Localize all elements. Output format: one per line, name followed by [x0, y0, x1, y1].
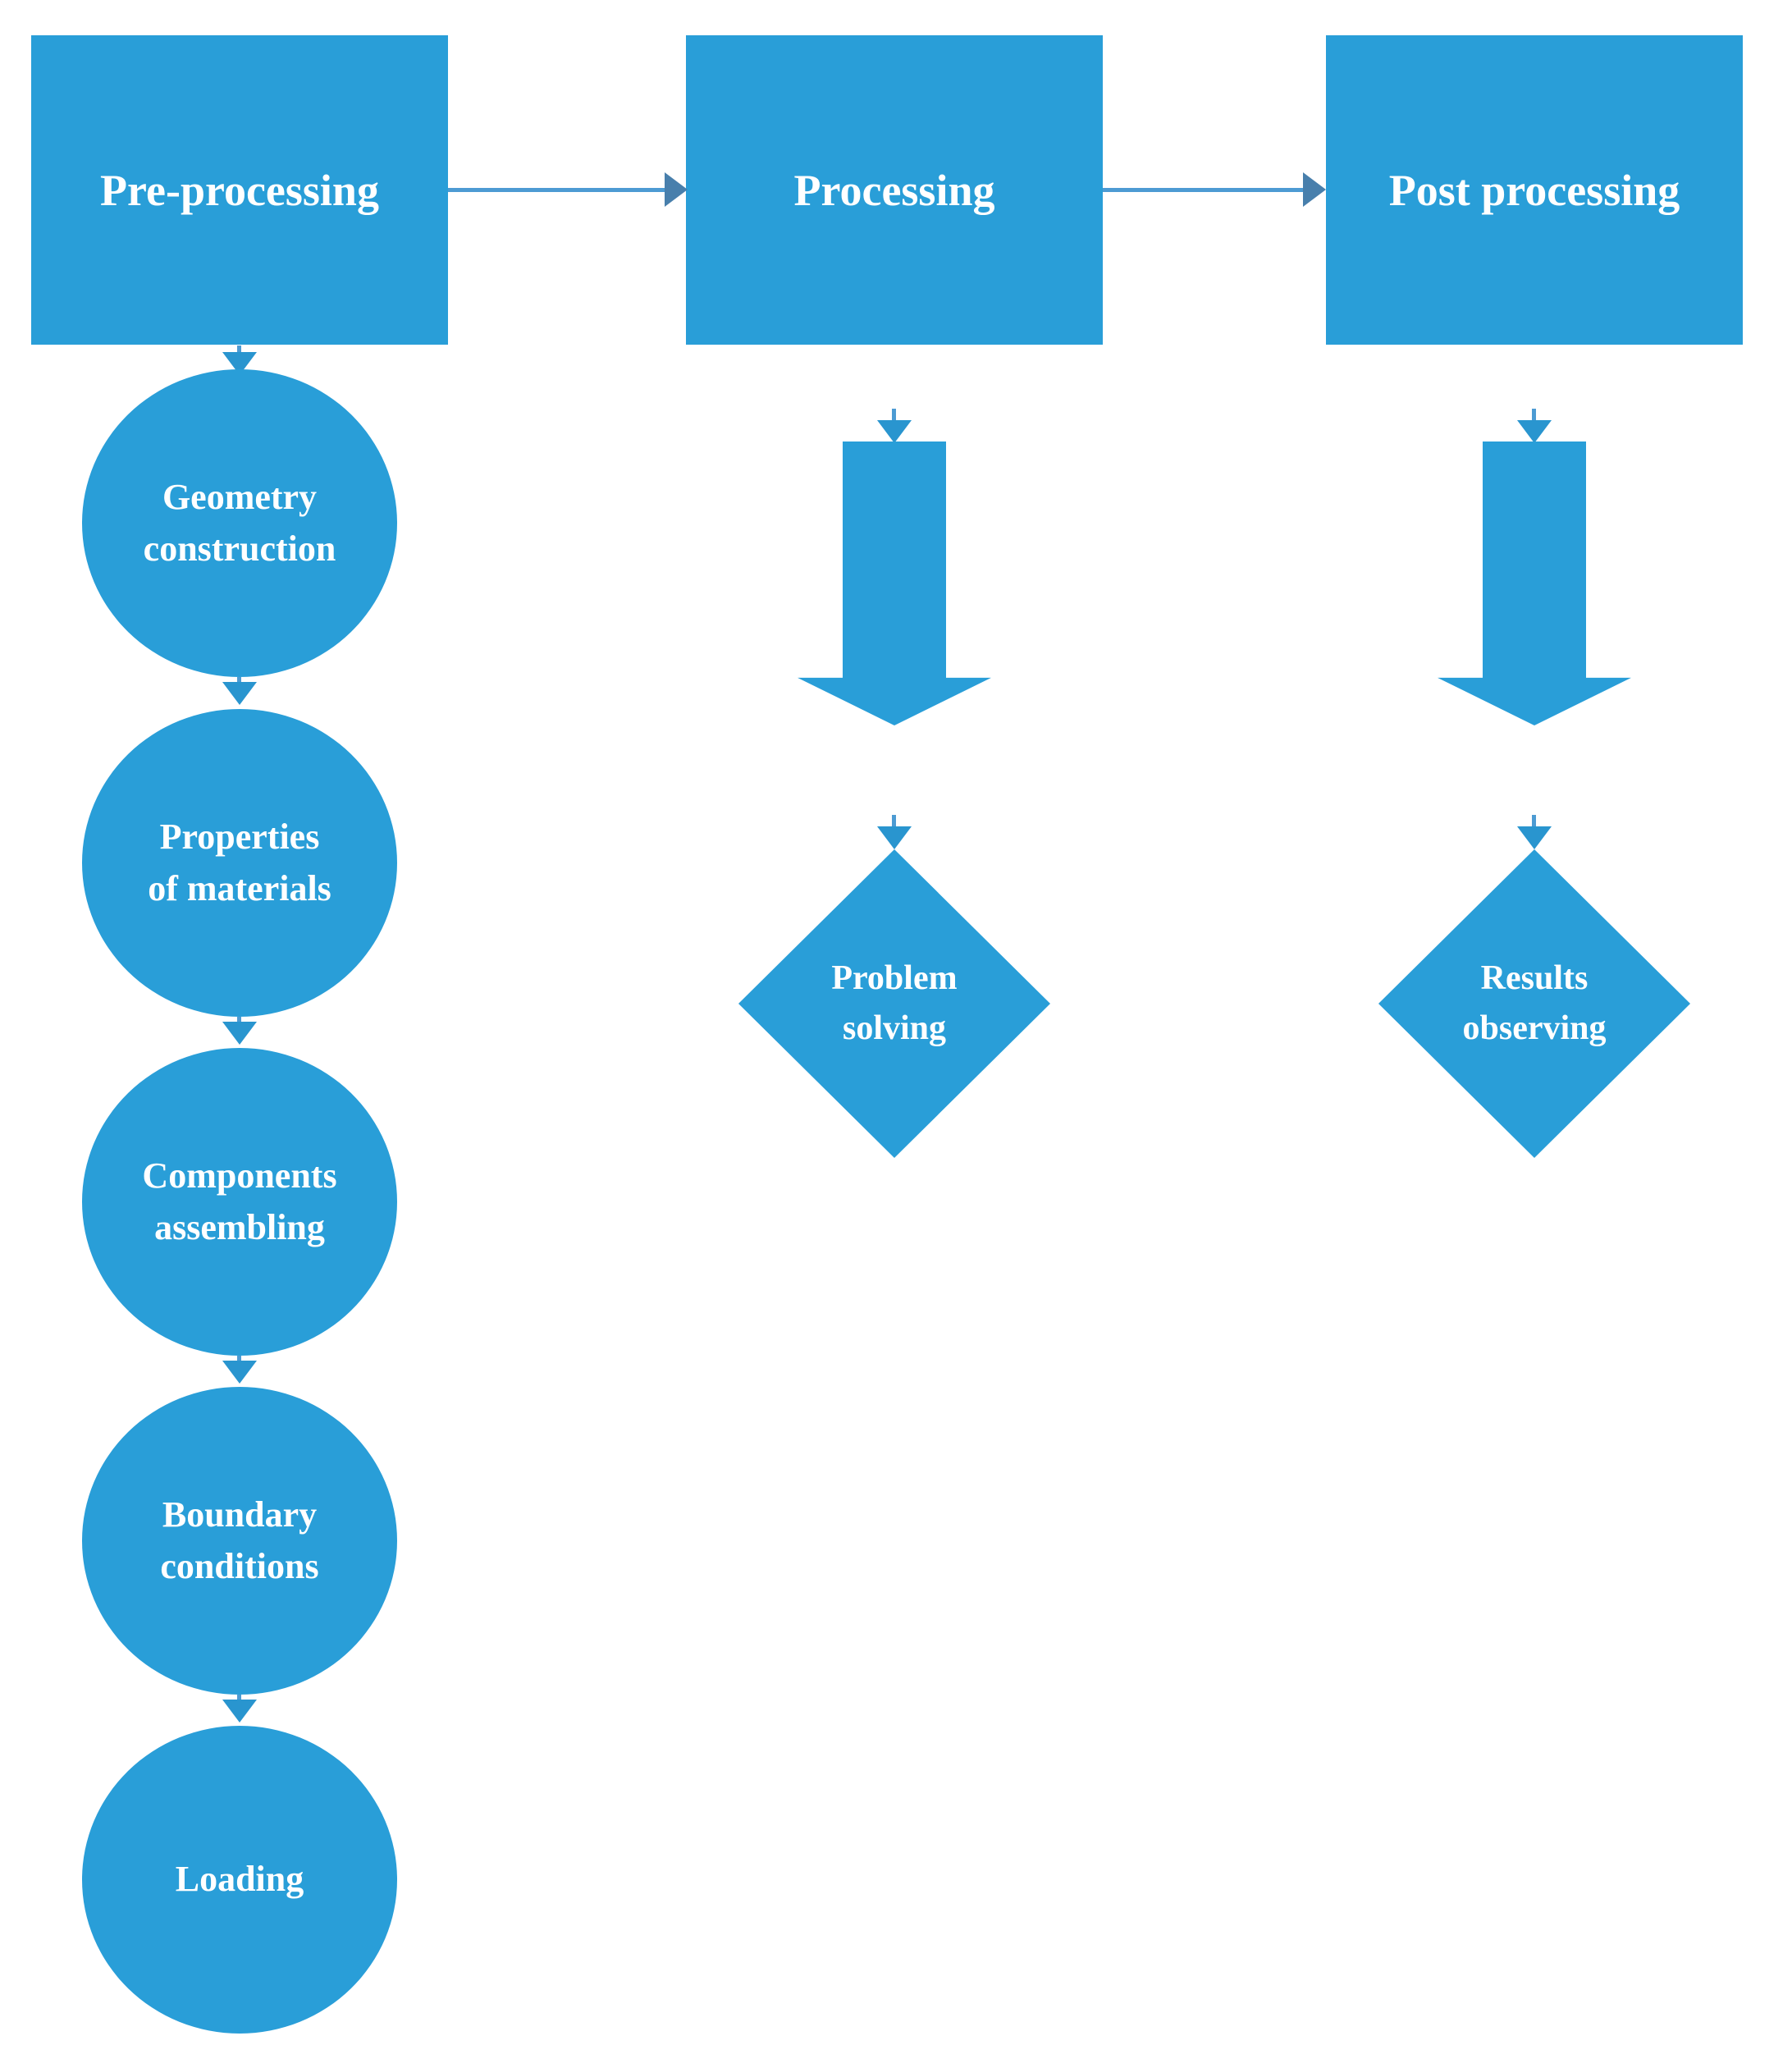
big-down-arrow-post-processing — [1438, 442, 1631, 725]
step-label-loading: Loading — [175, 1859, 304, 1900]
diamond-label-problem-solving: Problem solving — [831, 959, 958, 1047]
down-arrowhead-icon — [222, 1022, 257, 1045]
down-arrowhead-icon — [222, 1361, 257, 1384]
step-circle-loading: Loading — [82, 1726, 397, 2034]
connector-stem — [237, 1017, 241, 1023]
step-label-components-assembling: Components assembling — [142, 1155, 337, 1247]
step-circle-properties-of-materials: Properties of materials — [82, 709, 397, 1017]
down-arrowhead-icon — [222, 1700, 257, 1723]
connector-stem — [892, 409, 896, 422]
big-down-arrow-processing — [798, 442, 991, 725]
step-label-properties-of-materials: Properties of materials — [148, 817, 331, 908]
connector-stem — [237, 677, 241, 684]
down-arrowhead-icon — [1517, 420, 1552, 443]
connector-line-pre-to-processing — [448, 188, 666, 192]
down-arrowhead-icon — [222, 682, 257, 705]
right-arrowhead-icon — [1303, 172, 1326, 207]
stage-label-post-processing: Post processing — [1388, 165, 1680, 215]
right-arrowhead-icon — [665, 172, 688, 207]
step-circle-geometry-construction: Geometry construction — [82, 369, 397, 677]
step-label-boundary-conditions: Boundary conditions — [160, 1494, 319, 1586]
connector-stem — [237, 345, 241, 354]
stage-box-pre-processing: Pre-processing — [31, 35, 448, 345]
stage-label-processing: Processing — [793, 165, 995, 215]
connector-stem — [237, 1356, 241, 1362]
step-label-geometry-construction: Geometry construction — [143, 477, 336, 569]
connector-stem — [237, 1695, 241, 1701]
decision-diamond-problem-solving: Problem solving — [738, 849, 1050, 1158]
connector-stem — [1532, 409, 1536, 422]
stage-box-post-processing: Post processing — [1326, 35, 1743, 345]
connector-line-processing-to-post — [1103, 188, 1305, 192]
step-circle-boundary-conditions: Boundary conditions — [82, 1387, 397, 1695]
diamond-label-results-observing: Results observing — [1462, 959, 1607, 1047]
step-circle-components-assembling: Components assembling — [82, 1048, 397, 1356]
connector-stem — [892, 815, 896, 828]
connector-stem — [1532, 815, 1536, 828]
stage-box-processing: Processing — [686, 35, 1103, 345]
decision-diamond-results-observing: Results observing — [1378, 849, 1690, 1158]
down-arrowhead-icon — [877, 420, 912, 443]
down-arrowhead-icon — [877, 826, 912, 849]
stage-label-pre-processing: Pre-processing — [100, 165, 379, 215]
down-arrowhead-icon — [1517, 826, 1552, 849]
